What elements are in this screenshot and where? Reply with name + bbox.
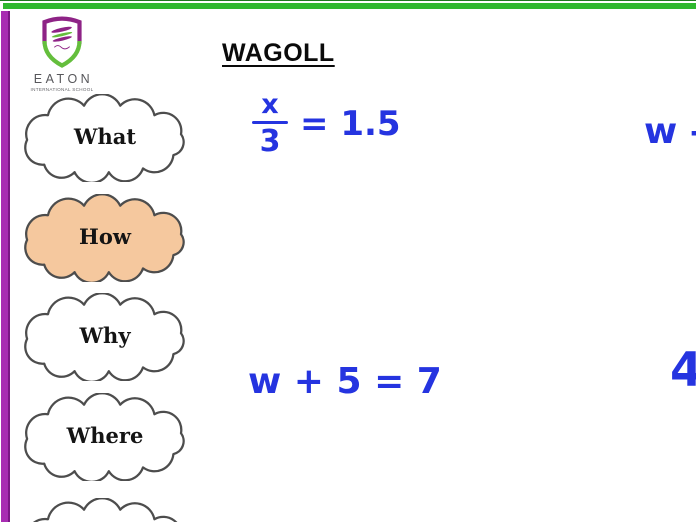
- equation-four-partial: 4: [670, 343, 696, 398]
- equation-w-plus-5: w + 5 = 7: [248, 361, 442, 402]
- fraction: x 3: [252, 89, 288, 160]
- cloud-icon: [24, 194, 185, 282]
- school-subtitle: INTERNATIONAL SCHOOL: [30, 87, 94, 92]
- cloud-label: What: [73, 123, 137, 149]
- page-title: WAGOLL: [222, 39, 335, 67]
- equation-w-minus-partial: w –: [644, 111, 696, 152]
- cloud-label: [10, 498, 200, 522]
- school-logo: EATON INTERNATIONAL SCHOOL: [26, 13, 98, 92]
- cloud-partial: [10, 498, 200, 522]
- top-border-bar: [3, 3, 696, 9]
- cloud-why: Why: [10, 293, 200, 381]
- fraction-numerator: x: [261, 89, 279, 120]
- fraction-rhs: = 1.5: [300, 104, 401, 145]
- cloud-where: Where: [10, 393, 200, 481]
- equation-x-over-3: x 3 = 1.5: [252, 89, 401, 160]
- school-name: EATON: [33, 72, 94, 86]
- cloud-label: Why: [79, 322, 131, 348]
- cloud-icon: [33, 498, 178, 522]
- cloud-icon: [24, 393, 185, 481]
- cloud-label: Where: [66, 422, 144, 448]
- cloud-what: What: [10, 94, 200, 182]
- fraction-denominator: 3: [259, 124, 281, 160]
- left-border-bar: [1, 11, 10, 522]
- cloud-icon: [24, 94, 185, 182]
- fraction-bar: [252, 121, 288, 125]
- cloud-how: How: [10, 194, 200, 282]
- cloud-label: How: [79, 223, 131, 249]
- shield-icon: [42, 16, 82, 68]
- cloud-icon: [24, 293, 185, 381]
